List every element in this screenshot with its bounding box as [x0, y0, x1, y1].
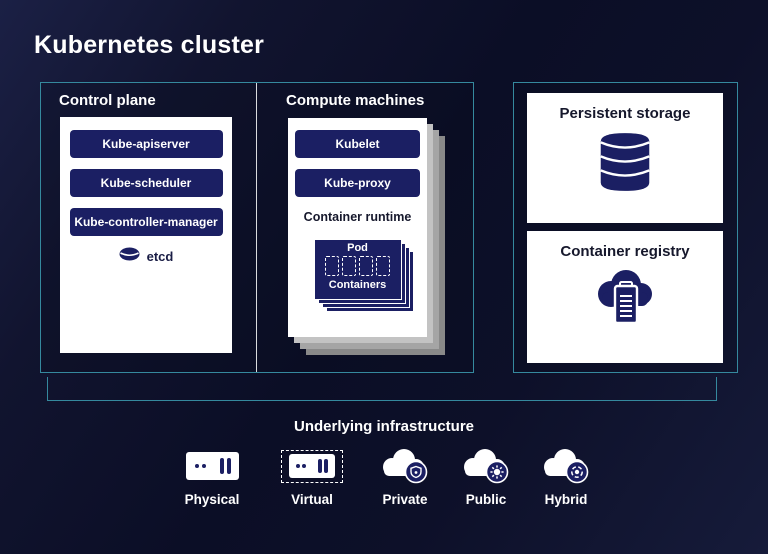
infra-label-physical: Physical	[184, 492, 240, 507]
infrastructure-bracket	[47, 377, 717, 401]
storage-registry-box: Persistent storage Container registry	[513, 82, 738, 373]
infra-label-private: Private	[382, 492, 428, 507]
private-cloud-icon	[357, 447, 453, 485]
kube-apiserver-component: Kube-apiserver	[69, 130, 223, 158]
container-slots	[315, 256, 401, 276]
compute-machines-heading: Compute machines	[286, 92, 425, 109]
persistent-storage-heading: Persistent storage	[559, 105, 691, 122]
kubelet-component: Kubelet	[295, 130, 420, 158]
compute-machines-section: Compute machines Kubelet Kube-proxy Cont…	[257, 83, 473, 372]
physical-server-icon	[164, 447, 260, 485]
control-plane-section: Control plane Kube-apiserver Kube-schedu…	[41, 83, 257, 372]
virtual-server-icon	[264, 447, 360, 485]
etcd-disc-icon	[119, 247, 140, 266]
container-registry-heading: Container registry	[560, 243, 690, 260]
underlying-infrastructure-heading: Underlying infrastructure	[293, 418, 475, 435]
etcd-row: etcd	[60, 247, 232, 266]
kube-proxy-component: Kube-proxy	[295, 169, 420, 197]
pod-label: Pod	[347, 242, 368, 254]
infra-item-hybrid: Hybrid	[518, 447, 614, 507]
etcd-label: etcd	[146, 249, 174, 264]
infra-label-public: Public	[465, 492, 507, 507]
infra-item-physical: Physical	[164, 447, 260, 507]
infra-label-virtual: Virtual	[291, 492, 333, 507]
container-slot	[376, 256, 390, 276]
infra-label-hybrid: Hybrid	[544, 492, 588, 507]
container-slot	[325, 256, 339, 276]
pod-stack: Pod Containers	[313, 239, 414, 312]
compute-machine-card: Kubelet Kube-proxy Container runtime Pod	[288, 118, 427, 337]
persistent-storage-card: Persistent storage	[527, 93, 723, 223]
control-plane-heading: Control plane	[59, 92, 156, 109]
pod-box: Pod Containers	[313, 239, 402, 300]
container-slot	[359, 256, 373, 276]
infra-item-private: Private	[357, 447, 453, 507]
kube-controller-manager-component: Kube-controller-manager	[69, 208, 223, 236]
hybrid-cloud-icon	[518, 447, 614, 485]
infra-item-virtual: Virtual	[264, 447, 360, 507]
container-slot	[342, 256, 356, 276]
infra-item-public: Public	[438, 447, 534, 507]
database-icon	[527, 130, 723, 199]
control-plane-card: Kube-apiserver Kube-scheduler Kube-contr…	[60, 117, 232, 353]
cloud-registry-icon	[527, 268, 723, 331]
kube-scheduler-component: Kube-scheduler	[69, 169, 223, 197]
public-cloud-icon	[438, 447, 534, 485]
cluster-box: Control plane Kube-apiserver Kube-schedu…	[40, 82, 474, 373]
containers-label: Containers	[328, 279, 387, 291]
page-title: Kubernetes cluster	[34, 31, 265, 59]
container-runtime-label: Container runtime	[303, 210, 412, 224]
container-registry-card: Container registry	[527, 231, 723, 363]
